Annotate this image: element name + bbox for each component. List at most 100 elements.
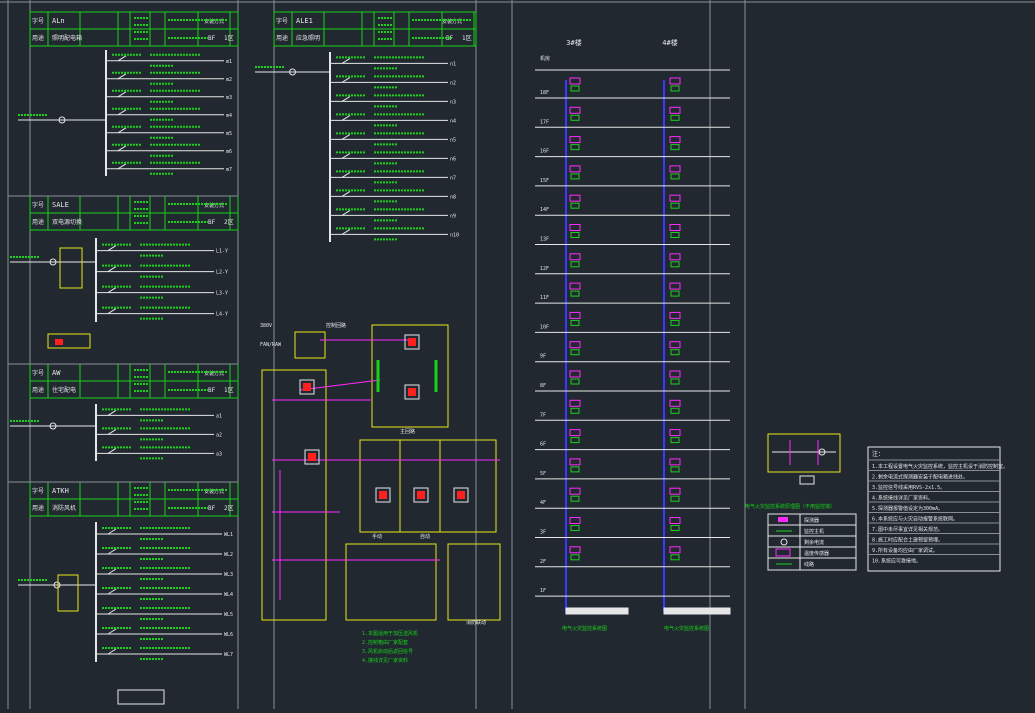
switch-contact — [107, 245, 117, 252]
detector-node — [670, 173, 680, 180]
panel-code: AW — [52, 369, 61, 377]
detector-node — [570, 85, 580, 92]
legend-and-notes: 电气火灾监控系统原理图（不用监控端）探测器监控主机剩余电流温度传感器线路注：1.… — [745, 433, 1008, 572]
monitor-detector — [669, 517, 681, 524]
panel-ref: 1区 — [224, 387, 234, 394]
monitor-detector — [669, 224, 681, 231]
floor-label: 2F — [540, 559, 546, 565]
circuit-id: n8 — [450, 194, 456, 200]
panel-description: 消防风机 — [52, 504, 76, 512]
note-item: 4.系统接线详见厂家资料。 — [872, 495, 933, 502]
panel-field-label-use: 用途 — [32, 34, 44, 42]
switch-contact — [117, 127, 127, 134]
detector-node — [670, 554, 680, 561]
control-cabinet-outline — [261, 369, 327, 621]
circuit-id: m1 — [226, 59, 232, 65]
control-label-fan: FAN/RAW — [260, 342, 282, 348]
legend-title: 电气火灾监控系统原理图（不用监控端） — [745, 503, 835, 510]
contactor-box — [371, 324, 449, 428]
monitor-detector — [569, 253, 581, 261]
riser-base-4 — [663, 607, 731, 615]
monitor-detector — [669, 341, 681, 349]
monitor-detector — [669, 429, 681, 437]
monitor-detector — [669, 370, 681, 378]
panel-code: ALE1 — [296, 17, 313, 25]
switch-contact — [341, 190, 351, 197]
relay-indicator — [408, 338, 416, 346]
panel-install-mode: 安装方式 — [204, 488, 224, 495]
power-box — [294, 331, 326, 359]
circuit-id: n6 — [450, 156, 456, 162]
circuit-id: WL2 — [224, 552, 233, 558]
legend-symbol-name: 监控主机 — [804, 528, 824, 535]
ats-switch-box — [59, 247, 83, 289]
notes-title: 注： — [872, 450, 884, 458]
panel-install-mode: 安装方式 — [442, 18, 462, 25]
switch-contact — [107, 266, 117, 273]
floor-label: 17F — [540, 119, 549, 125]
floor-label: 14F — [540, 207, 549, 213]
circuit-id: WL7 — [224, 652, 233, 658]
panel-description: 应急照明 — [296, 34, 320, 42]
detector-node — [570, 407, 580, 414]
circuit-id: n7 — [450, 175, 456, 181]
circuit-id: m4 — [226, 113, 232, 119]
floor-label: 16F — [540, 149, 549, 155]
legend-symbol-sensor — [775, 548, 791, 557]
floor-label: 1F — [540, 588, 546, 594]
riser-caption-4: 电气火灾监控系统图 — [664, 625, 709, 632]
circuit-id: n2 — [450, 80, 456, 86]
panel-code: SALE — [52, 201, 69, 209]
relay-coil-symbol — [453, 487, 469, 503]
panel-field-label-number: 字号 — [32, 487, 44, 495]
switch-contact — [341, 133, 351, 140]
switch-contact — [107, 548, 117, 555]
control-wire — [299, 379, 381, 391]
relay-indicator — [457, 491, 465, 499]
detector-node — [570, 202, 580, 209]
circuit-id: n9 — [450, 213, 456, 219]
circuit-id: L3-Y — [216, 291, 228, 297]
circuit-id: m3 — [226, 95, 232, 101]
switch-contact — [341, 171, 351, 178]
monitor-detector — [669, 458, 681, 466]
detector-symbol — [818, 448, 826, 456]
panel-code: ALn — [52, 17, 65, 25]
note-item: 3.监控信号线采用RVS-2x1.5。 — [872, 484, 945, 491]
circuit-id: WL1 — [224, 532, 233, 538]
panel-dimension: BF — [208, 387, 216, 394]
detector-node — [670, 202, 680, 209]
circuit-id: m5 — [226, 131, 232, 137]
panel-field-label-use: 用途 — [32, 218, 44, 226]
control-label-voltage: 380V — [260, 323, 272, 329]
detector-node — [570, 114, 580, 121]
monitor-detector — [669, 253, 681, 261]
switch-contact — [107, 608, 117, 615]
switch-contact — [341, 114, 351, 121]
switch-contact — [107, 528, 117, 535]
circuit-id: WL6 — [224, 632, 233, 638]
detector-node — [570, 232, 580, 238]
panel-ref: 1区 — [224, 35, 234, 42]
legend-symbol-detector — [778, 517, 788, 522]
monitor-detector — [669, 77, 681, 85]
floor-label: 13F — [540, 237, 549, 243]
detector-node — [570, 378, 580, 385]
control-label-auto: 自动 — [420, 533, 430, 540]
panel-ref: 2区 — [224, 505, 234, 512]
control-label-linkage: 消防联动 — [466, 619, 486, 626]
floor-label: 8F — [540, 383, 546, 389]
switch-contact — [341, 76, 351, 83]
monitor-detector — [669, 487, 681, 495]
floor-label: 18F — [540, 90, 549, 96]
monitor-detector — [569, 77, 581, 85]
monitor-detector — [569, 546, 581, 554]
note-item: 5.探测器报警值设定为300mA。 — [872, 505, 943, 512]
panel-install-mode: 安装方式 — [204, 370, 224, 377]
